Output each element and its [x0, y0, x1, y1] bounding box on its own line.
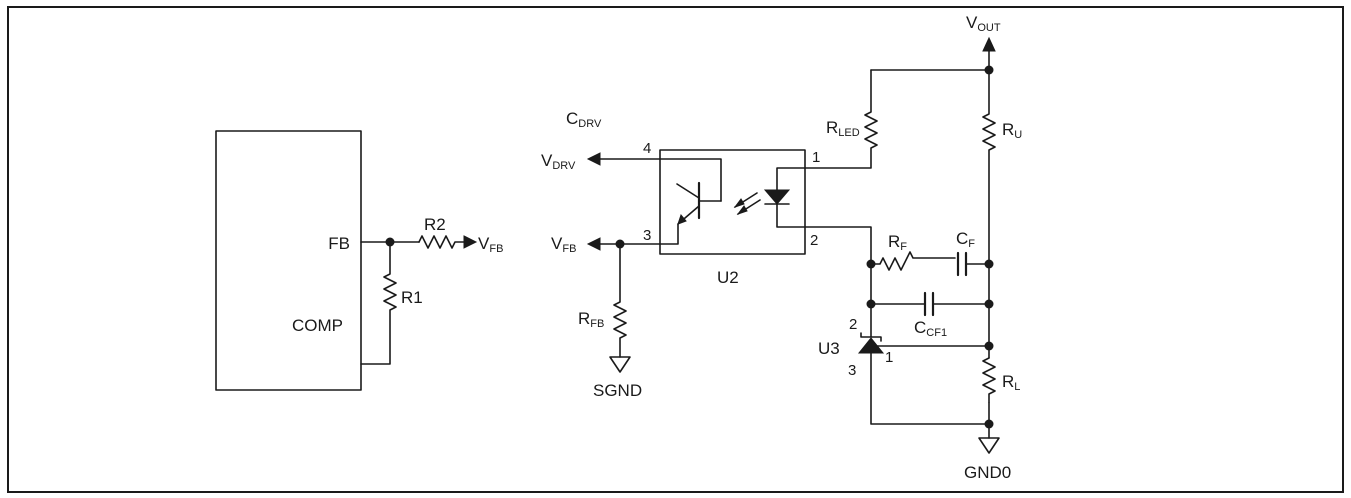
r1-label: R1 [401, 288, 423, 307]
ru-label: RU [1002, 120, 1022, 141]
ccf1-label: CCF1 [914, 318, 947, 339]
r1-resistor [360, 241, 397, 365]
rf-label: RF [888, 232, 907, 253]
led-diode-icon [763, 189, 791, 205]
sgnd-ground-icon [609, 356, 631, 373]
u2-pin4-label: 4 [643, 140, 651, 157]
transistor-collector-wire [659, 158, 722, 202]
ccf1-right-junction [984, 299, 994, 309]
pin-fb-label: FB [328, 234, 350, 253]
rled-label: RLED [826, 118, 860, 139]
rf-resistor [870, 251, 956, 271]
gnd0-ground-icon [978, 437, 1000, 454]
u2-pin1-label: 1 [812, 149, 820, 166]
cf-junction [984, 259, 994, 269]
vfb-left-label: VFB [478, 234, 503, 255]
u2-ref-label: U2 [717, 268, 739, 287]
rfb-resistor [613, 243, 627, 358]
vfb-arrow-icon [463, 235, 478, 249]
u3-pin3-label: 3 [848, 362, 856, 379]
u3-ref-label: U3 [818, 339, 840, 358]
cdrv-label: CDRV [566, 109, 602, 130]
vdrv-arrow-icon [586, 152, 601, 166]
ccf1-capacitor [923, 291, 935, 317]
rl-resistor [982, 357, 996, 403]
sgnd-label: SGND [593, 381, 642, 400]
transistor-emitter [659, 205, 700, 245]
u3-cathode-bar [860, 332, 882, 342]
emitter-arrow-icon [677, 213, 687, 225]
diagram-frame [7, 6, 1344, 493]
light-arrow-icon [736, 205, 748, 215]
controller-ic [215, 130, 362, 391]
rfb-label: RFB [578, 309, 604, 330]
vfb-arrow-icon [586, 237, 601, 251]
vfb-drive-label: VFB [551, 234, 576, 255]
light-arrow-icon [733, 198, 745, 208]
cf-label: CF [956, 229, 975, 250]
rled-resistor [804, 69, 878, 169]
u2-pin2-label: 2 [810, 232, 818, 249]
u3-anode-wire [870, 352, 990, 425]
r2-label: R2 [424, 215, 446, 234]
cf-capacitor [956, 251, 968, 277]
rl-label: RL [1002, 372, 1020, 393]
gnd0-label: GND0 [964, 463, 1011, 482]
ru-resistor [982, 69, 996, 425]
u3-pin2-label: 2 [849, 316, 857, 333]
optocoupler-u2 [659, 149, 806, 255]
vdrv-label: VDRV [541, 151, 576, 172]
u2-pin3-label: 3 [643, 227, 651, 244]
u3-pin1-label: 1 [885, 349, 893, 366]
ref-junction [984, 341, 994, 351]
vout-arrow-icon [982, 36, 996, 52]
vout-label: VOUT [966, 13, 1001, 34]
r2-resistor [418, 235, 465, 249]
transistor-collector [676, 183, 700, 199]
pin-comp-label: COMP [292, 316, 343, 335]
